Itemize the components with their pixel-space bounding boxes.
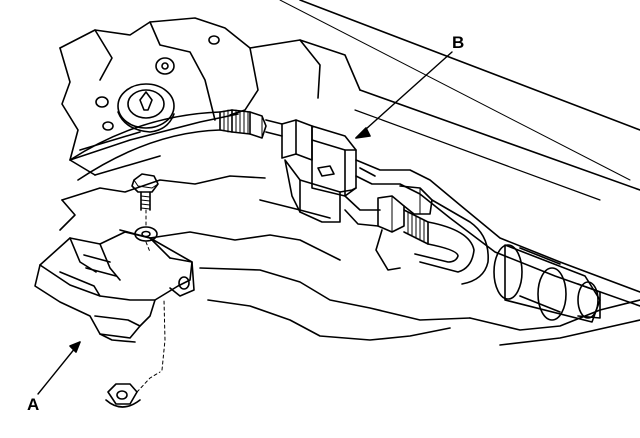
fuel-hose-right — [375, 185, 489, 285]
flange-nut — [105, 299, 166, 408]
engine-block — [59, 17, 361, 176]
mounting-bracket — [34, 231, 195, 343]
callout-b: B — [452, 33, 465, 52]
bolt — [131, 173, 159, 253]
callout-a: A — [27, 395, 40, 414]
fuel-filter — [493, 244, 601, 323]
leader-line-a — [37, 341, 81, 395]
fuel-line-right — [344, 159, 640, 307]
leader-line-b — [355, 51, 453, 139]
quick-connector — [281, 119, 357, 223]
fuel-hose-left — [69, 109, 283, 181]
floor-panel — [59, 0, 640, 346]
